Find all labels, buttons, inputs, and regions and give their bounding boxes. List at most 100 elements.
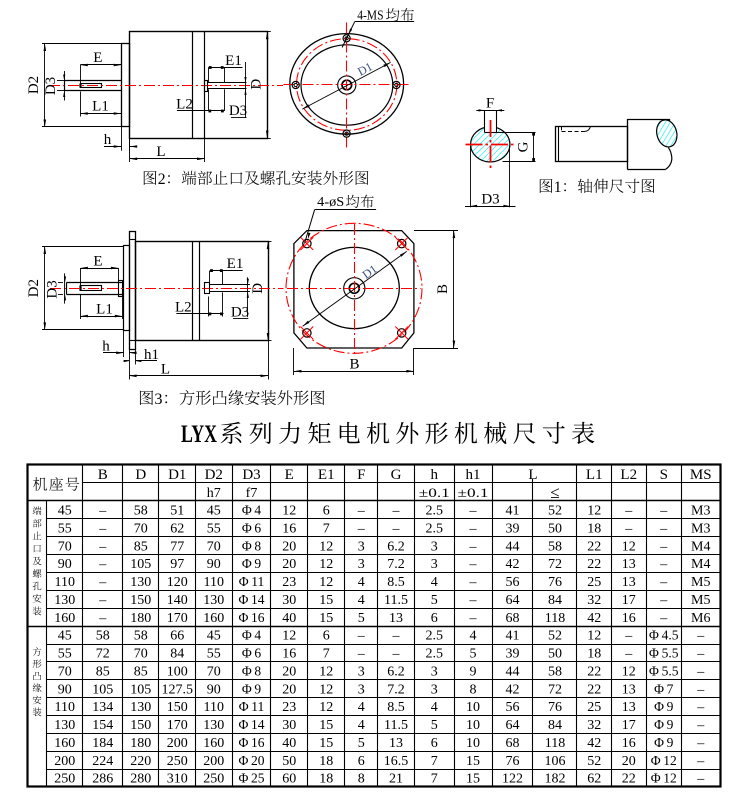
svg-text:LYX: LYX xyxy=(181,421,217,448)
svg-text:100: 100 xyxy=(167,664,188,679)
svg-text:L2: L2 xyxy=(175,299,192,315)
svg-text:L: L xyxy=(156,144,165,160)
svg-text:8: 8 xyxy=(358,772,365,787)
svg-text:F: F xyxy=(357,467,365,483)
svg-text:M4: M4 xyxy=(691,557,710,572)
svg-text:4: 4 xyxy=(431,575,438,590)
svg-text:–: – xyxy=(659,557,668,572)
svg-text:Φ 9: Φ 9 xyxy=(242,681,262,696)
svg-text:–: – xyxy=(98,521,107,536)
svg-text:52: 52 xyxy=(548,504,562,519)
svg-text:D2: D2 xyxy=(205,467,223,483)
svg-text:4: 4 xyxy=(470,629,477,644)
svg-text:D1: D1 xyxy=(355,59,375,78)
svg-text:D3: D3 xyxy=(481,192,499,208)
svg-text:12: 12 xyxy=(319,682,333,697)
svg-text:L1: L1 xyxy=(92,99,109,115)
svg-text:B: B xyxy=(98,467,108,483)
svg-text:–: – xyxy=(696,754,705,769)
svg-text:90: 90 xyxy=(207,557,221,572)
svg-text:130: 130 xyxy=(130,575,151,590)
svg-text:D: D xyxy=(135,467,146,483)
svg-text:20: 20 xyxy=(282,664,296,679)
svg-text:58: 58 xyxy=(134,504,148,519)
svg-text:D2: D2 xyxy=(26,76,42,94)
svg-text:118: 118 xyxy=(545,611,565,626)
svg-text:3: 3 xyxy=(431,557,438,572)
svg-text:22: 22 xyxy=(587,539,601,554)
svg-text:84: 84 xyxy=(548,718,562,733)
svg-text:–: – xyxy=(98,504,107,519)
svg-text:76: 76 xyxy=(548,575,562,590)
svg-text:224: 224 xyxy=(92,754,113,769)
svg-text:250: 250 xyxy=(54,772,75,787)
svg-text:18: 18 xyxy=(319,754,333,769)
svg-text:23: 23 xyxy=(282,575,296,590)
svg-text:Φ 4: Φ 4 xyxy=(242,503,262,518)
svg-text:30: 30 xyxy=(282,718,296,733)
svg-text:150: 150 xyxy=(130,593,151,608)
svg-text:118: 118 xyxy=(545,736,565,751)
svg-text:58: 58 xyxy=(548,539,562,554)
svg-text:7: 7 xyxy=(323,521,330,536)
svg-text:Φ 25: Φ 25 xyxy=(238,771,264,786)
svg-text:15: 15 xyxy=(319,718,333,733)
svg-text:16: 16 xyxy=(282,521,296,536)
svg-text:130: 130 xyxy=(54,718,75,733)
svg-text:2.5: 2.5 xyxy=(426,629,444,644)
svg-text:5: 5 xyxy=(358,611,365,626)
svg-text:2.5: 2.5 xyxy=(426,521,444,536)
svg-text:–: – xyxy=(357,504,366,519)
svg-text:50: 50 xyxy=(282,754,296,769)
svg-text:58: 58 xyxy=(548,664,562,679)
svg-text:200: 200 xyxy=(54,754,75,769)
svg-text:160: 160 xyxy=(203,611,224,626)
svg-text:B: B xyxy=(349,356,359,372)
svg-text:–: – xyxy=(357,629,366,644)
svg-text:G: G xyxy=(391,467,402,483)
svg-text:184: 184 xyxy=(92,736,113,751)
svg-text:L: L xyxy=(161,361,170,377)
svg-text:4-MS: 4-MS xyxy=(357,8,383,23)
svg-text:5: 5 xyxy=(431,718,438,733)
svg-text:–: – xyxy=(98,539,107,554)
svg-text:8.5: 8.5 xyxy=(387,575,405,590)
svg-text:E1: E1 xyxy=(318,467,335,483)
svg-text:h: h xyxy=(102,338,110,354)
svg-text:–: – xyxy=(659,539,668,554)
svg-text:22: 22 xyxy=(622,772,636,787)
svg-text:18: 18 xyxy=(319,772,333,787)
svg-text:140: 140 xyxy=(167,593,188,608)
svg-text:h7: h7 xyxy=(207,486,221,501)
svg-text:Φ 5.5: Φ 5.5 xyxy=(649,646,679,661)
svg-text:Φ 8: Φ 8 xyxy=(242,663,262,678)
svg-text:16: 16 xyxy=(282,647,296,662)
svg-text:–: – xyxy=(696,682,705,697)
svg-text:Φ 9: Φ 9 xyxy=(654,717,674,732)
svg-text:160: 160 xyxy=(203,736,224,751)
svg-text:11.5: 11.5 xyxy=(384,593,408,608)
svg-text:15: 15 xyxy=(319,593,333,608)
svg-text:3: 3 xyxy=(358,664,365,679)
svg-text:D3: D3 xyxy=(45,280,61,298)
svg-text:–: – xyxy=(392,629,401,644)
svg-text:70: 70 xyxy=(134,521,148,536)
svg-text:3: 3 xyxy=(431,539,438,554)
svg-text:D1: D1 xyxy=(168,467,186,483)
svg-text:D3: D3 xyxy=(231,304,249,320)
svg-text:D3: D3 xyxy=(229,103,247,119)
svg-text:M4: M4 xyxy=(691,539,710,554)
svg-text:–: – xyxy=(624,647,633,662)
svg-text:±0.1: ±0.1 xyxy=(458,485,489,500)
svg-text:11.5: 11.5 xyxy=(384,718,408,733)
svg-text:39: 39 xyxy=(506,521,520,536)
svg-text:≤: ≤ xyxy=(550,483,559,502)
svg-text:–: – xyxy=(98,557,107,572)
svg-text:45: 45 xyxy=(58,629,72,644)
svg-text:85: 85 xyxy=(134,539,148,554)
svg-text:12: 12 xyxy=(282,629,296,644)
svg-text:12: 12 xyxy=(319,664,333,679)
svg-text:17: 17 xyxy=(622,718,636,733)
svg-text:64: 64 xyxy=(506,593,520,608)
svg-text:70: 70 xyxy=(207,664,221,679)
